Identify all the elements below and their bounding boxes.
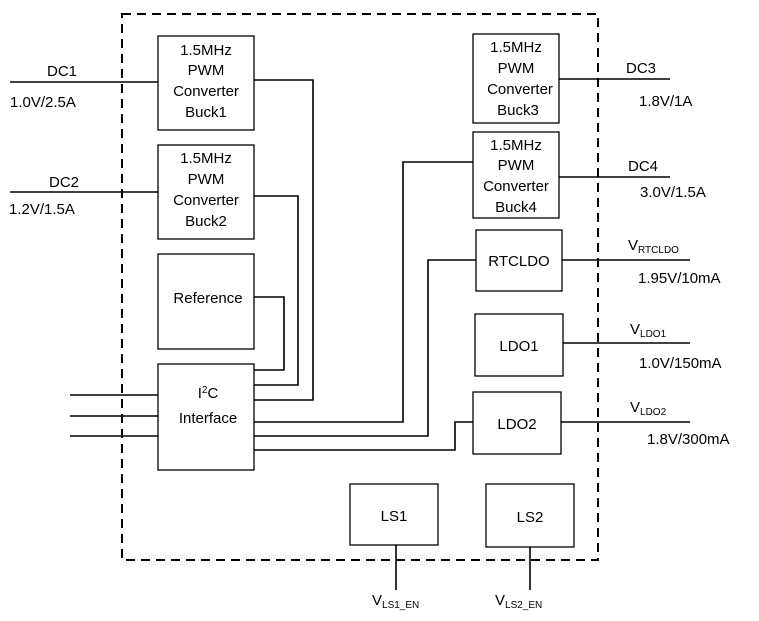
- v-ls1-en-base: V: [372, 592, 382, 609]
- v-rtcldo-spec: 1.95V/10mA: [638, 270, 721, 287]
- buck3-line-3: Converter: [487, 81, 553, 98]
- ldo2-block: LDO2: [472, 391, 562, 455]
- v-ldo1-subscript: LDO1: [640, 329, 667, 340]
- buck4-line-4: Buck4: [495, 199, 537, 216]
- buck1-block: 1.5MHz PWM Converter Buck1: [157, 35, 255, 131]
- buck1-line-2: PWM: [188, 62, 225, 79]
- buck4-line-1: 1.5MHz: [490, 137, 542, 154]
- v-rtcldo-base: V: [628, 237, 638, 254]
- dc1-name: DC1: [47, 63, 77, 80]
- i2c-rtcldo-link: [254, 259, 476, 437]
- v-ldo2-subscript: LDO2: [640, 407, 667, 418]
- i2c-label-c: C: [207, 385, 218, 402]
- rtcldo-block: RTCLDO: [475, 229, 563, 292]
- v-ldo2-spec: 1.8V/300mA: [647, 431, 730, 448]
- v-rtcldo-name: VRTCLDO: [628, 237, 679, 256]
- ldo1-label: LDO1: [499, 338, 538, 355]
- buck3-line-1: 1.5MHz: [490, 39, 542, 56]
- ls2-label: LS2: [517, 509, 544, 526]
- buck4-line-2: PWM: [498, 157, 535, 174]
- ldo2-label: LDO2: [497, 416, 536, 433]
- chip-boundary: [121, 13, 599, 561]
- rtcldo-label: RTCLDO: [488, 253, 549, 270]
- dc1-spec: 1.0V/2.5A: [10, 94, 76, 111]
- buck3-block: 1.5MHz PWM Converter Buck3: [472, 33, 560, 124]
- v-ls2-en-subscript: LS2_EN: [505, 600, 542, 611]
- dc4-name: DC4: [628, 158, 658, 175]
- reference-label: Reference: [173, 290, 242, 307]
- wires: [10, 78, 690, 590]
- v-ls2-en-name: VLS2_EN: [495, 592, 542, 611]
- reference-block: Reference: [157, 253, 255, 350]
- buck3-line-4: Buck3: [497, 102, 539, 119]
- buck2-line-1: 1.5MHz: [180, 150, 232, 167]
- i2c-label-superscript: 2: [202, 385, 208, 396]
- dc2-name: DC2: [49, 174, 79, 191]
- ldo1-block: LDO1: [474, 313, 564, 377]
- i2c-interface-block: I2C Interface: [157, 363, 255, 471]
- v-rtcldo-subscript: RTCLDO: [638, 245, 679, 256]
- v-ldo1-base: V: [630, 321, 640, 338]
- v-ls1-en-name: VLS1_EN: [372, 592, 419, 611]
- dc4-spec: 3.0V/1.5A: [640, 184, 706, 201]
- dc3-name: DC3: [626, 60, 656, 77]
- buck2-line-4: Buck2: [185, 213, 227, 230]
- buck4-line-3: Converter: [483, 178, 549, 195]
- buck3-line-2: PWM: [498, 60, 535, 77]
- v-ls1-en-subscript: LS1_EN: [382, 600, 419, 611]
- v-ldo1-spec: 1.0V/150mA: [639, 355, 722, 372]
- buck1-i2c-link: [254, 79, 314, 401]
- reference-i2c-link: [254, 296, 285, 371]
- v-ldo2-base: V: [630, 399, 640, 416]
- v-ldo2-name: VLDO2: [630, 399, 667, 418]
- i2c-label-i: I: [198, 385, 202, 402]
- ls1-block: LS1: [349, 483, 439, 546]
- v-ls2-en-base: V: [495, 592, 505, 609]
- ls1-label: LS1: [381, 508, 408, 525]
- buck2-line-2: PWM: [188, 171, 225, 188]
- dc2-spec: 1.2V/1.5A: [9, 201, 75, 218]
- buck2-i2c-link: [254, 195, 299, 386]
- i2c-label-line-1: I2C: [198, 385, 219, 402]
- buck1-line-3: Converter: [173, 83, 239, 100]
- dc3-spec: 1.8V/1A: [639, 93, 692, 110]
- v-ldo1-name: VLDO1: [630, 321, 667, 340]
- buck1-line-4: Buck1: [185, 104, 227, 121]
- buck1-line-1: 1.5MHz: [180, 42, 232, 59]
- i2c-buck4-link: [254, 161, 473, 423]
- buck2-block: 1.5MHz PWM Converter Buck2: [157, 144, 255, 240]
- ls2-block: LS2: [485, 483, 575, 548]
- buck2-line-3: Converter: [173, 192, 239, 209]
- i2c-ldo2-link: [254, 421, 473, 451]
- i2c-label-line-2: Interface: [179, 410, 237, 427]
- buck4-block: 1.5MHz PWM Converter Buck4: [472, 131, 560, 219]
